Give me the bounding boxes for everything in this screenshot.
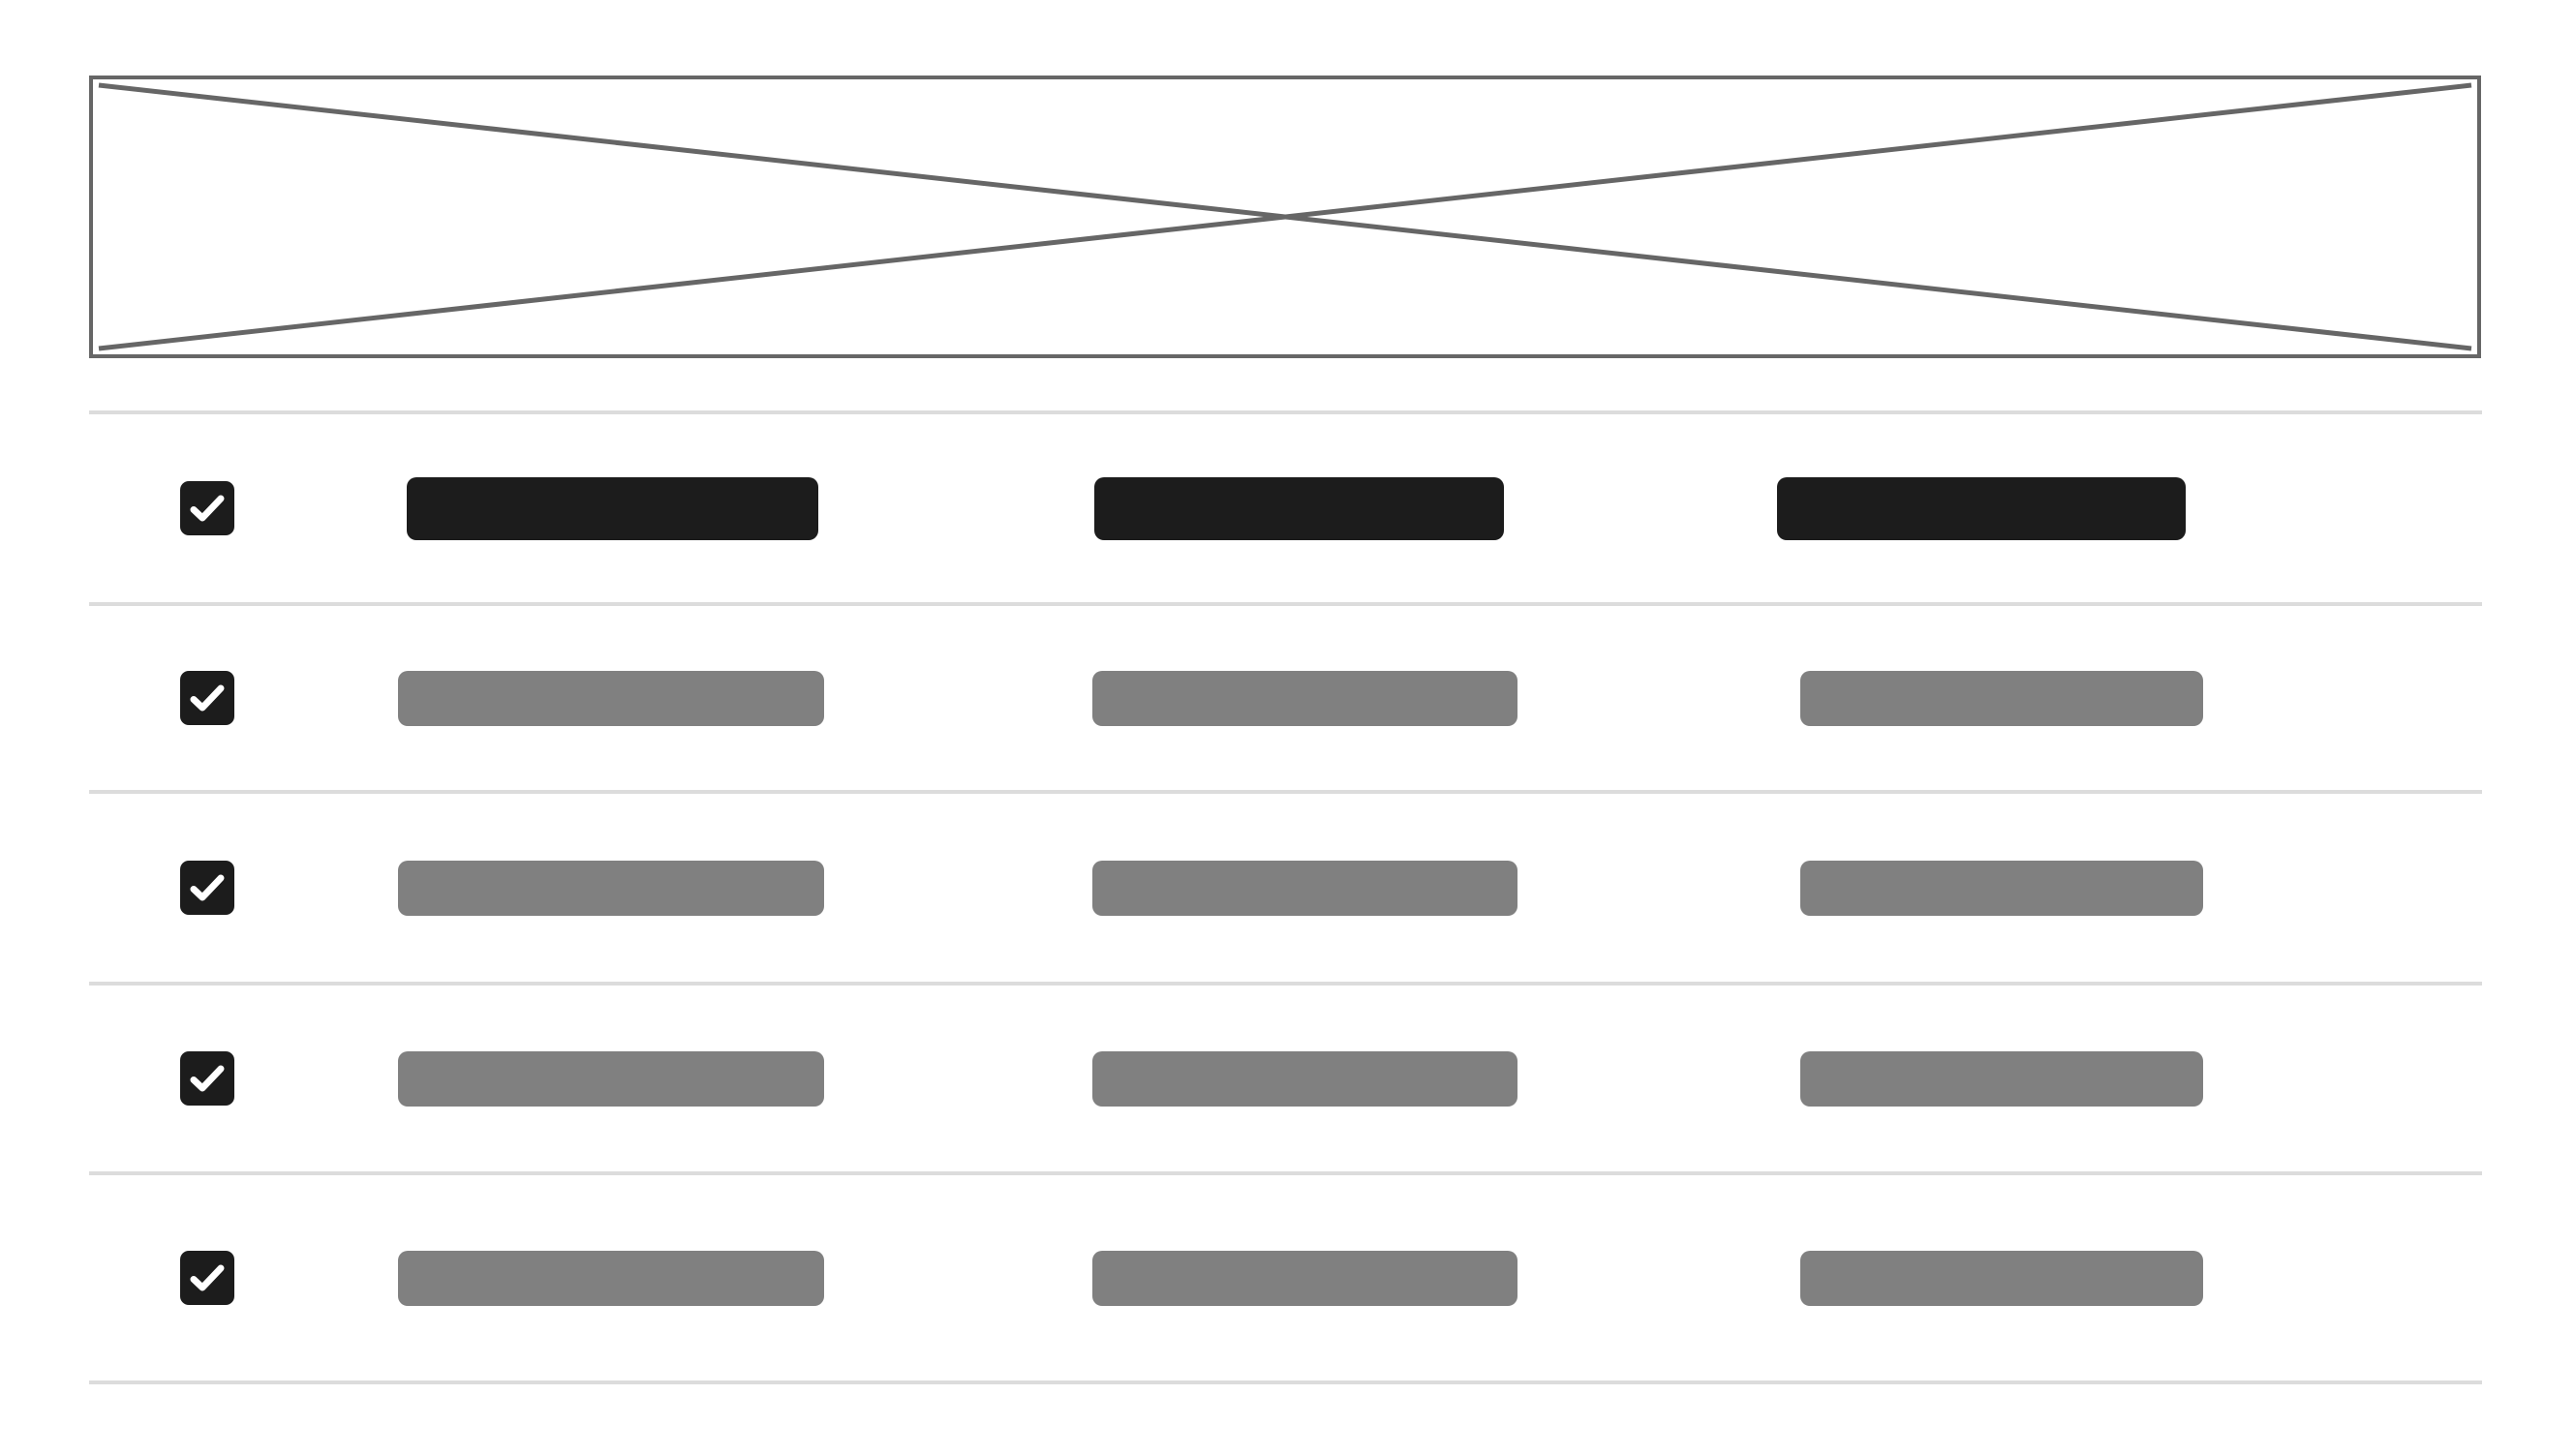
content-placeholder-bar bbox=[1092, 1050, 1517, 1107]
row-select-cell bbox=[89, 481, 327, 535]
check-icon bbox=[190, 874, 225, 901]
placeholder-table bbox=[89, 410, 2482, 1384]
row-cell-col1 bbox=[327, 860, 1032, 916]
content-placeholder-bar bbox=[1092, 1250, 1517, 1306]
table-row[interactable] bbox=[89, 606, 2482, 790]
table-row[interactable] bbox=[89, 414, 2482, 602]
row-divider bbox=[89, 1171, 2482, 1175]
content-placeholder-bar bbox=[1800, 1050, 2203, 1107]
table-row[interactable] bbox=[89, 986, 2482, 1171]
content-placeholder-bar bbox=[398, 1250, 824, 1306]
content-placeholder-bar bbox=[398, 670, 824, 726]
row-checkbox[interactable] bbox=[180, 481, 234, 535]
row-cell-col2 bbox=[1032, 1050, 1720, 1107]
row-cell-col3 bbox=[1720, 860, 2482, 916]
row-divider bbox=[89, 602, 2482, 606]
content-placeholder-bar bbox=[1092, 670, 1517, 726]
content-placeholder-bar bbox=[398, 860, 824, 916]
row-cell-col1 bbox=[327, 670, 1032, 726]
row-checkbox[interactable] bbox=[180, 1251, 234, 1305]
content-placeholder-bar bbox=[407, 476, 818, 540]
row-cell-col3 bbox=[1720, 670, 2482, 726]
check-icon bbox=[190, 684, 225, 712]
row-divider bbox=[89, 982, 2482, 986]
row-checkbox[interactable] bbox=[180, 1051, 234, 1106]
row-checkbox[interactable] bbox=[180, 861, 234, 915]
content-placeholder-bar bbox=[1777, 476, 2186, 540]
row-cell-col3 bbox=[1720, 1050, 2482, 1107]
row-cell-col3 bbox=[1720, 476, 2482, 540]
content-placeholder-bar bbox=[1800, 860, 2203, 916]
check-icon bbox=[190, 1065, 225, 1092]
row-select-cell bbox=[89, 861, 327, 915]
row-cell-col2 bbox=[1032, 670, 1720, 726]
content-placeholder-bar bbox=[1094, 476, 1504, 540]
row-cell-col1 bbox=[327, 1050, 1032, 1107]
row-divider bbox=[89, 790, 2482, 794]
content-placeholder-bar bbox=[1800, 1250, 2203, 1306]
table-row[interactable] bbox=[89, 794, 2482, 982]
row-select-cell bbox=[89, 1051, 327, 1106]
content-placeholder-bar bbox=[1092, 860, 1517, 916]
cross-placeholder-icon bbox=[98, 82, 2472, 351]
row-cell-col2 bbox=[1032, 860, 1720, 916]
row-cell-col1 bbox=[327, 1250, 1032, 1306]
row-select-cell bbox=[89, 1251, 327, 1305]
row-divider bbox=[89, 1380, 2482, 1384]
row-divider bbox=[89, 410, 2482, 414]
table-row[interactable] bbox=[89, 1175, 2482, 1380]
check-icon bbox=[190, 495, 225, 522]
row-checkbox[interactable] bbox=[180, 671, 234, 725]
check-icon bbox=[190, 1264, 225, 1291]
content-placeholder-bar bbox=[398, 1050, 824, 1107]
row-cell-col2 bbox=[1032, 476, 1720, 540]
image-placeholder bbox=[89, 76, 2481, 358]
row-cell-col1 bbox=[327, 476, 1032, 540]
row-cell-col2 bbox=[1032, 1250, 1720, 1306]
row-select-cell bbox=[89, 671, 327, 725]
row-cell-col3 bbox=[1720, 1250, 2482, 1306]
content-placeholder-bar bbox=[1800, 670, 2203, 726]
